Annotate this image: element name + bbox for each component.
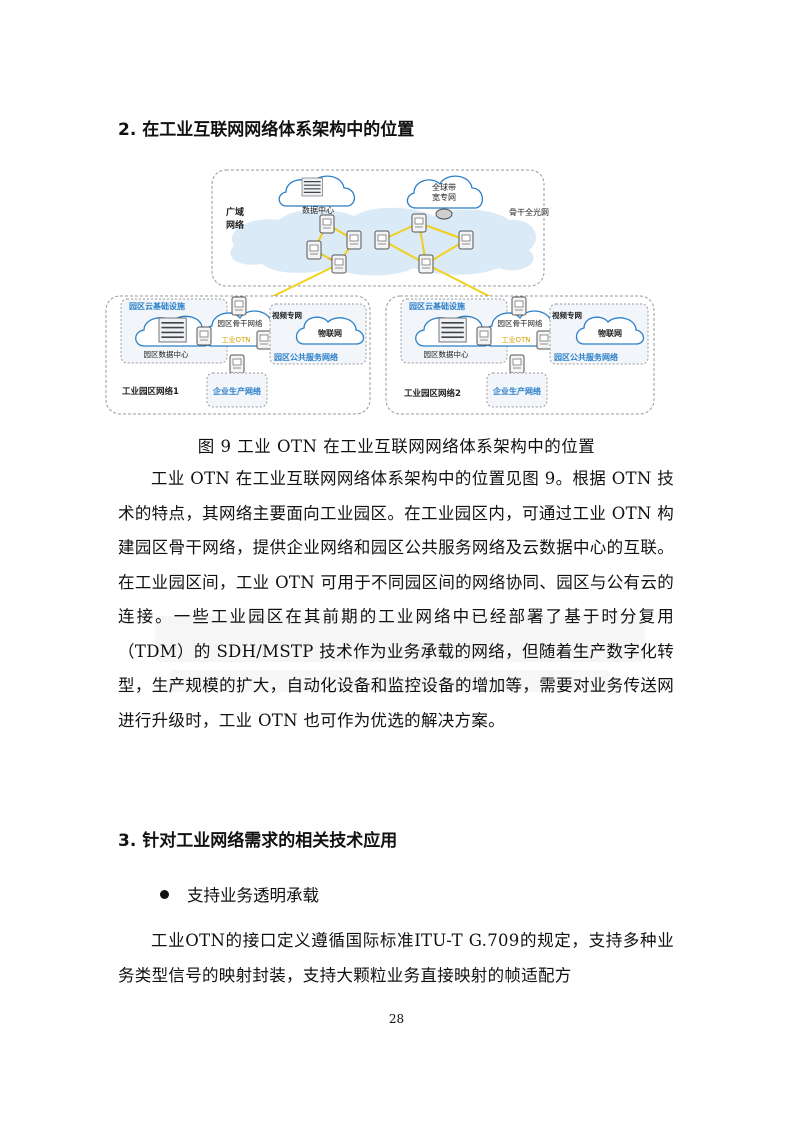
broadband-label-2: 宽专网	[432, 192, 456, 202]
park1-iot: 物联网	[318, 328, 342, 338]
wan-label: 广域	[226, 206, 244, 218]
park2-video: 视频专网	[552, 310, 582, 320]
body-paragraph-1: 工业 OTN 在工业互联网网络体系架构中的位置见图 9。根据 OTN 技术的特点…	[118, 469, 674, 730]
park2-iot: 物联网	[598, 328, 622, 338]
park1-enterprise: 企业生产网络	[212, 386, 261, 396]
wan-label-2: 网络	[226, 219, 244, 231]
datacenter-cloud-label: 数据中心	[302, 205, 334, 215]
page-number: 28	[388, 1012, 405, 1026]
section-heading-2: 2. 在工业互联网网络体系架构中的位置	[118, 120, 415, 140]
figure-caption: 图 9 工业 OTN 在工业互联网网络体系架构中的位置	[197, 437, 596, 456]
bullet-dot-icon	[160, 890, 169, 899]
section-heading-3: 3. 针对工业网络需求的相关技术应用	[118, 831, 398, 851]
bullet-item: 支持业务透明承载	[160, 882, 319, 906]
park2-datacenter: 园区数据中心	[424, 349, 469, 359]
park1-public-service: 园区公共服务网络	[274, 352, 338, 362]
park-network-2: 园区云基础设施 园区数据中心 园区骨干网络 工业OTN 视频专网 物联网 园区公…	[385, 295, 655, 415]
park2-enterprise: 企业生产网络	[492, 386, 541, 396]
park2-public-service: 园区公共服务网络	[554, 352, 618, 362]
architecture-figure: 广域 网络 数据中心 全球带 宽专网 骨干全光网 园区云基础设施 园区数据中	[104, 168, 656, 418]
park2-backbone: 园区骨干网络	[498, 318, 543, 328]
park2-cloud-infra: 园区云基础设施	[409, 301, 465, 311]
park2-otn: 工业OTN	[501, 335, 530, 344]
park1-backbone: 园区骨干网络	[218, 318, 263, 328]
park2-name: 工业园区网络2	[404, 388, 461, 399]
backbone-optical-label: 骨干全光网	[509, 207, 549, 217]
park1-name: 工业园区网络1	[122, 386, 179, 397]
broadband-label: 全球带	[432, 182, 456, 192]
park1-cloud-infra: 园区云基础设施	[129, 301, 185, 311]
park1-datacenter: 园区数据中心	[144, 349, 189, 359]
park1-otn: 工业OTN	[221, 335, 250, 344]
park-network-1: 园区云基础设施 园区数据中心 园区骨干网络 工业OTN 视频专网 物联网 园区公…	[105, 295, 371, 415]
body-paragraph-2: 工业OTN的接口定义遵循国际标准ITU-T G.709的规定，支持多种业务类型信…	[118, 931, 674, 985]
park1-video: 视频专网	[272, 310, 302, 320]
bullet-text: 支持业务透明承载	[187, 886, 319, 905]
